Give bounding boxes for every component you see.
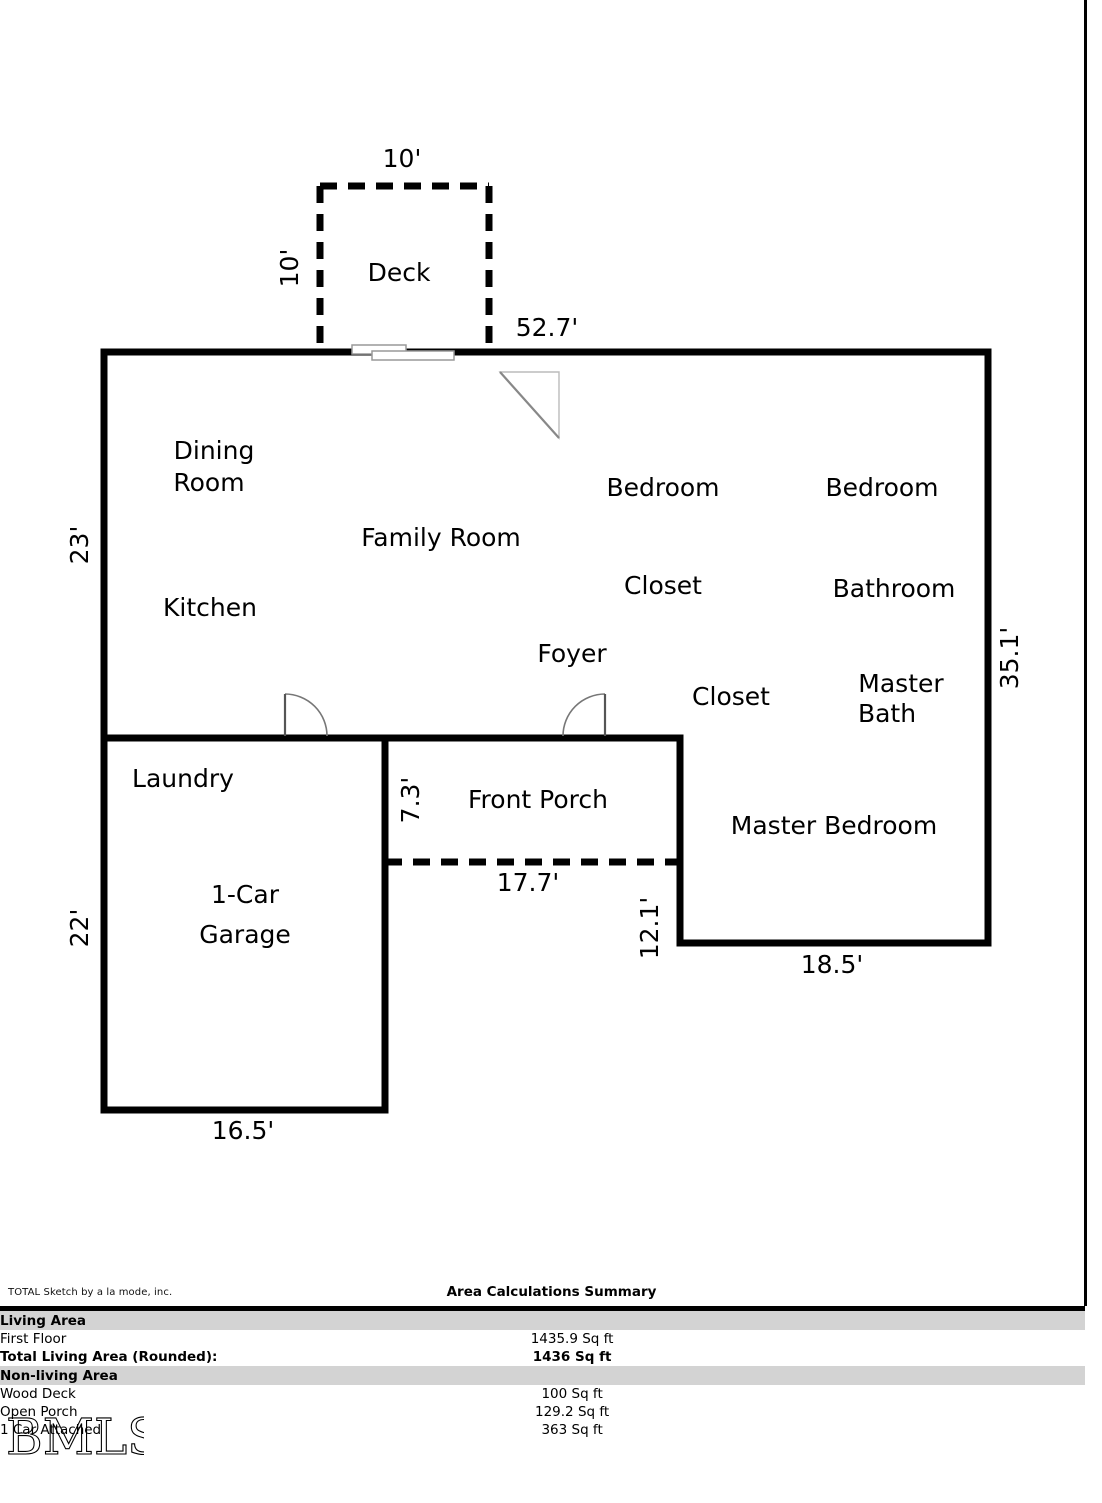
room-label-master-bath-2: Bath	[858, 699, 916, 728]
room-label-master-bath: Master	[858, 669, 944, 698]
summary-title: Area Calculations Summary	[446, 1284, 657, 1300]
row-label: 1 Car Attached	[0, 1422, 102, 1438]
dim-porch-left-height: 7.3'	[396, 777, 425, 824]
row-value	[471, 1366, 673, 1385]
room-label-garage: 1-Car	[211, 880, 280, 909]
dim-porch-bottom-width: 17.7'	[497, 868, 560, 897]
dim-wing-right-height: 12.1'	[635, 897, 664, 960]
room-label-master-bedroom: Master Bedroom	[731, 811, 937, 840]
row-pad	[672, 1385, 1085, 1403]
row-pad	[672, 1348, 1085, 1366]
row-label: Total Living Area (Rounded):	[0, 1349, 218, 1365]
area-calculations-summary: TOTAL Sketch by a la mode, inc. Area Cal…	[0, 1283, 1085, 1439]
room-label-bedroom-2: Bedroom	[825, 473, 938, 502]
row-value: 1436 Sq ft	[532, 1349, 612, 1365]
row-pad	[672, 1311, 1085, 1330]
dim-main-left-upper: 23'	[65, 526, 94, 565]
dimension-labels: 10' 10' 52.7' 23' 35.1' 7.3' 17.7' 12.1'…	[65, 144, 1024, 1145]
dim-deck-height: 10'	[275, 249, 304, 288]
row-label: Open Porch	[0, 1404, 78, 1420]
sketch-credit-text: TOTAL Sketch by a la mode, inc.	[8, 1287, 173, 1298]
room-label-deck: Deck	[368, 258, 431, 287]
row-pad	[672, 1403, 1085, 1421]
row-pad	[672, 1330, 1085, 1348]
room-label-laundry: Laundry	[132, 764, 234, 793]
dim-deck-width: 10'	[383, 144, 422, 173]
row-value	[471, 1311, 673, 1330]
room-label-closet-1: Closet	[624, 571, 702, 600]
garage-outline	[100, 734, 389, 1114]
row-label: Non-living Area	[0, 1366, 472, 1385]
table-row-section-non-living: Non-living Area	[0, 1366, 1085, 1385]
dim-garage-bottom-width: 16.5'	[212, 1116, 275, 1145]
room-label-kitchen: Kitchen	[163, 593, 257, 622]
dim-main-right-height: 35.1'	[995, 627, 1024, 690]
row-label: Wood Deck	[0, 1386, 76, 1402]
dim-garage-left-height: 22'	[65, 909, 94, 948]
table-row-one-car-attached: 1 Car Attached 363 Sq ft	[0, 1421, 1085, 1439]
room-label-family-room: Family Room	[361, 523, 521, 552]
row-label: First Floor	[0, 1331, 67, 1347]
row-label: Living Area	[0, 1311, 472, 1330]
room-labels: Deck Dining Room Family Room Kitchen Bed…	[132, 258, 955, 949]
floor-plan-sketch: Deck Dining Room Family Room Kitchen Bed…	[65, 144, 1024, 1145]
row-value: 1435.9 Sq ft	[530, 1331, 614, 1347]
room-label-dining-room: Dining	[174, 436, 255, 465]
room-label-bedroom-1: Bedroom	[606, 473, 719, 502]
room-label-bathroom: Bathroom	[833, 574, 956, 603]
dim-wing-bottom-width: 18.5'	[801, 950, 864, 979]
room-label-closet-2: Closet	[692, 682, 770, 711]
row-value: 363 Sq ft	[541, 1422, 603, 1438]
room-label-garage-2: Garage	[199, 920, 291, 949]
garage-door-arc-icon	[283, 693, 328, 737]
sliding-door-icon	[351, 344, 455, 361]
table-row-section-living: Living Area	[0, 1311, 1085, 1330]
table-row-open-porch: Open Porch 129.2 Sq ft	[0, 1403, 1085, 1421]
table-row-first-floor: First Floor 1435.9 Sq ft	[0, 1330, 1085, 1348]
row-value: 129.2 Sq ft	[535, 1404, 610, 1420]
summary-header: TOTAL Sketch by a la mode, inc. Area Cal…	[0, 1283, 1085, 1305]
entry-door-swing-icon	[498, 371, 560, 440]
row-value: 100 Sq ft	[541, 1386, 603, 1402]
page-right-border	[1084, 0, 1087, 1306]
table-row-total-living-area: Total Living Area (Rounded): 1436 Sq ft	[0, 1348, 1085, 1366]
main-house-outline	[100, 348, 992, 947]
row-pad	[672, 1366, 1085, 1385]
summary-divider	[0, 1306, 1085, 1311]
area-summary-table: Living Area First Floor 1435.9 Sq ft Tot…	[0, 1311, 1085, 1439]
room-label-front-porch: Front Porch	[468, 785, 608, 814]
floor-plan-svg: Deck Dining Room Family Room Kitchen Bed…	[65, 144, 1024, 1145]
dim-main-top-width: 52.7'	[516, 313, 579, 342]
row-pad	[672, 1421, 1085, 1439]
table-row-wood-deck: Wood Deck 100 Sq ft	[0, 1385, 1085, 1403]
deck-outline	[316, 182, 493, 352]
room-label-foyer: Foyer	[537, 639, 607, 668]
room-label-dining-room-2: Room	[173, 468, 244, 497]
foyer-door-arc-icon	[562, 693, 607, 737]
